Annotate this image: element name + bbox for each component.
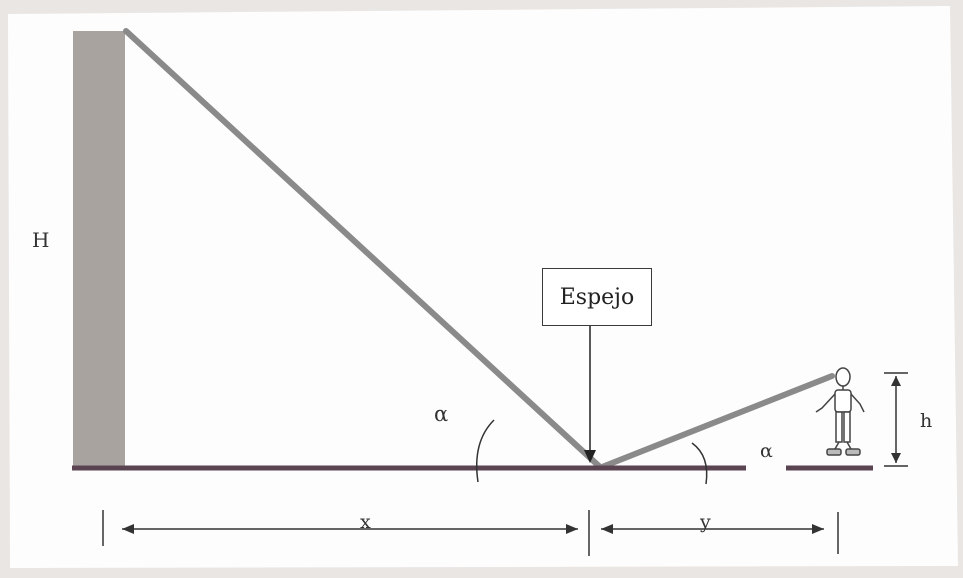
person-figure [815, 367, 865, 456]
x-arrow-left [122, 524, 134, 534]
mirror-label-box: Espejo [542, 268, 652, 326]
angle-label-left: α [434, 402, 449, 426]
y-arrow-left [601, 524, 613, 534]
y-arrow-right [812, 524, 824, 534]
mirror-pointer-head [584, 450, 596, 463]
x-arrow-right [566, 524, 578, 534]
paper-sheet [8, 6, 958, 568]
ground-gap [746, 464, 786, 472]
mirror-label: Espejo [559, 284, 635, 310]
person-height-label: h [920, 410, 933, 432]
distance-y-label: y [700, 511, 711, 533]
angle-arc-left [475, 419, 495, 483]
angle-label-right: α [760, 440, 773, 462]
tower [73, 31, 125, 468]
angle-arc-right [691, 442, 708, 485]
reflected-ray [599, 373, 835, 470]
distance-x-label: x [360, 511, 371, 533]
tower-height-label: H [32, 228, 50, 252]
h-arrow-up [891, 376, 901, 386]
incident-ray [123, 28, 603, 470]
h-arrow-down [891, 453, 901, 463]
